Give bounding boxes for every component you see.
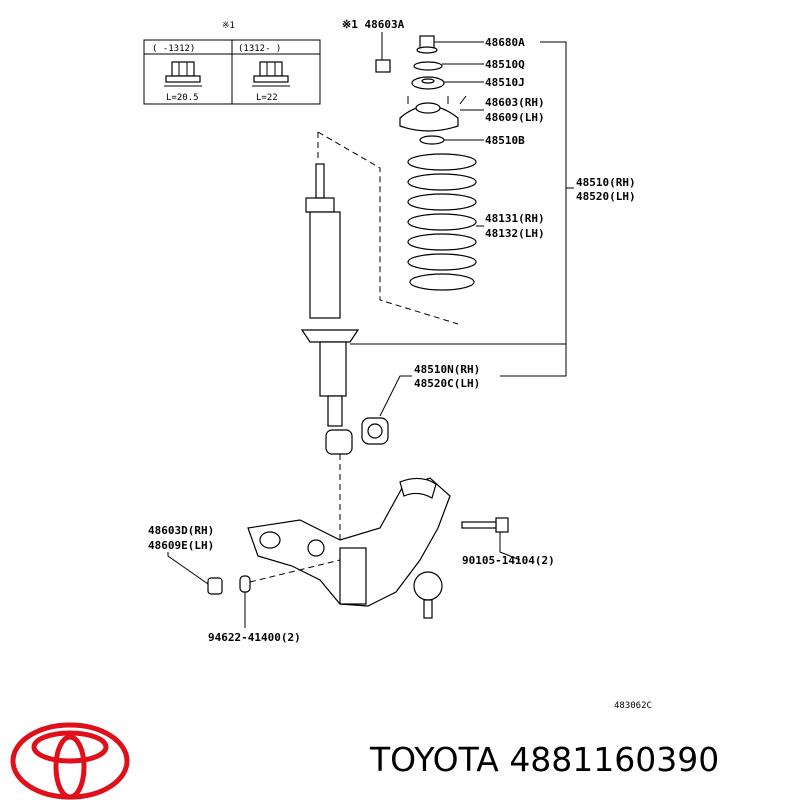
callout-48609ELH: 48609E(LH)	[148, 539, 214, 552]
lower-control-arm-part	[247, 477, 451, 607]
callout-48520CLH: 48520C(LH)	[414, 377, 480, 390]
bolt-part	[461, 517, 509, 533]
callout-48132LH: 48132(LH)	[485, 227, 545, 240]
callout-94622: 94622-41400(2)	[208, 631, 301, 644]
nut-icon	[164, 61, 202, 87]
lock-nut-part	[375, 59, 391, 73]
callout-48603DRH: 48603D(RH)	[148, 524, 214, 537]
brand-part-number: TOYOTA 4881160390	[370, 740, 720, 779]
shock-absorber-part	[300, 163, 360, 455]
callout-48603RH: 48603(RH)	[485, 96, 545, 109]
callout-48609LH: 48609(LH)	[485, 111, 545, 124]
bushing-part	[411, 76, 445, 90]
nut-icon	[252, 61, 290, 87]
ball-joint-part	[413, 571, 443, 619]
diagram-code: 483062C	[614, 701, 652, 711]
inset-col1-value: L=20.5	[166, 93, 199, 103]
inset-mark: ※1	[222, 21, 235, 31]
callout-48510Q: 48510Q	[485, 58, 525, 71]
toyota-logo-icon	[10, 722, 130, 800]
callout-48510NRH: 48510N(RH)	[414, 363, 480, 376]
callout-48510J: 48510J	[485, 76, 525, 89]
inset-col1-header: ( -1312)	[152, 44, 195, 54]
washer-part	[413, 61, 443, 71]
inset-col2-value: L=22	[256, 93, 278, 103]
inset-table: ※1 ( -1312) (1312- ) L=20.5 L=22	[143, 21, 321, 105]
callout-48131RH: 48131(RH)	[485, 212, 545, 225]
upper-mount-part	[399, 95, 467, 132]
callout-48520LH: 48520(LH)	[576, 190, 636, 203]
lower-washer-part	[239, 575, 251, 593]
callout-48603A: ※1 48603A	[342, 18, 405, 31]
bushing-48510N-part	[361, 417, 389, 445]
lower-bushing-part	[207, 577, 223, 595]
callout-48680A: 48680A	[485, 36, 525, 49]
coil-spring-part	[407, 153, 477, 291]
inset-col2-header: (1312- )	[238, 44, 281, 54]
callout-90105: 90105-14104(2)	[462, 554, 555, 567]
callout-48510B: 48510B	[485, 134, 525, 147]
top-nut-part	[416, 35, 438, 54]
spring-insulator-part	[419, 135, 445, 145]
callout-48510RH: 48510(RH)	[576, 176, 636, 189]
